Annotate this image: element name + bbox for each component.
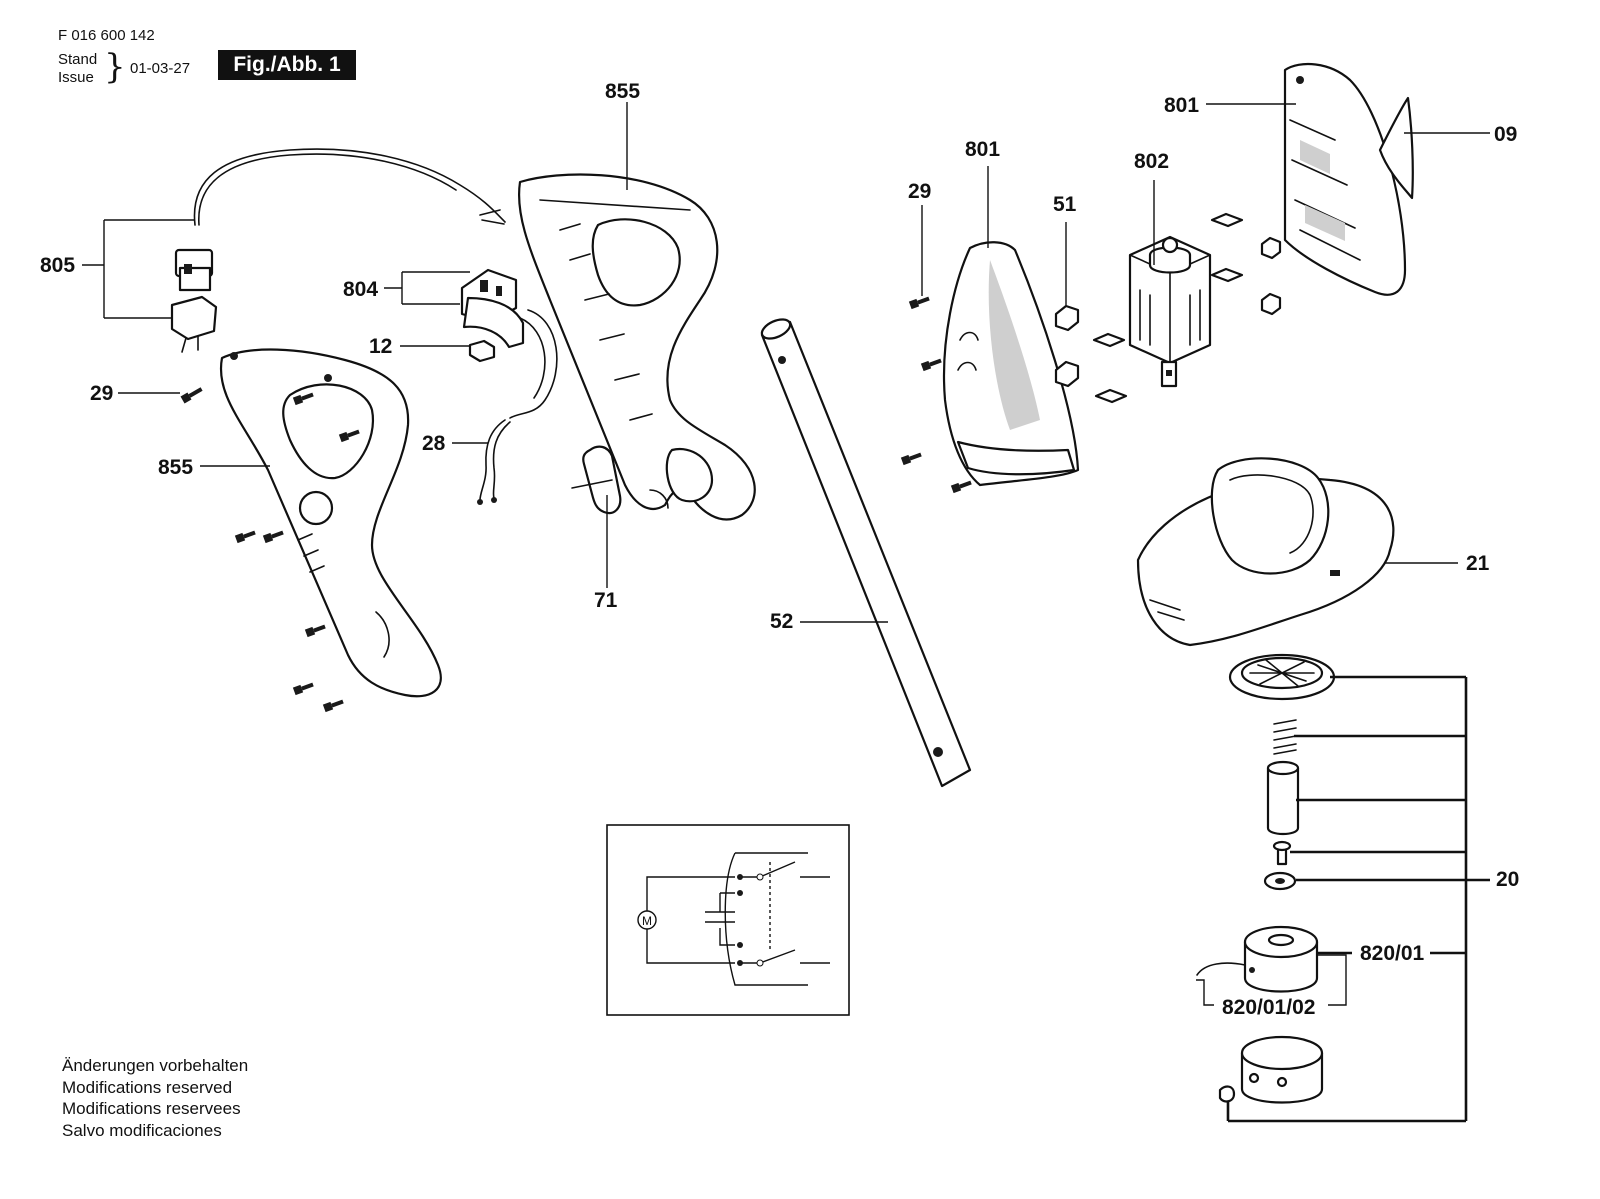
spring-part	[1273, 719, 1297, 755]
handle-half-right-part-855	[517, 173, 756, 521]
switch-slider-part-12	[468, 339, 496, 363]
callout-09: 09	[1494, 123, 1517, 146]
footer-notes: Änderungen vorbehalten Modifications res…	[62, 1055, 248, 1141]
footer-line-de: Änderungen vorbehalten	[62, 1056, 249, 1075]
footer-line-fr: Modifications reservees	[62, 1099, 241, 1118]
callout-21: 21	[1466, 552, 1490, 575]
callout-820-01: 820/01	[1360, 942, 1425, 965]
issue-brace: }	[104, 47, 126, 87]
motor-symbol-label: M	[642, 914, 652, 928]
shaft-tube-part-52	[760, 318, 972, 788]
callout-801-top: 801	[1164, 94, 1199, 117]
sleeve-part	[1266, 760, 1300, 836]
callout-52: 52	[770, 610, 793, 633]
issue-date: 01-03-27	[130, 60, 191, 77]
cover-part-09	[1378, 96, 1414, 200]
callout-820-01-02: 820/01/02	[1222, 996, 1315, 1019]
figure-label: Fig./Abb. 1	[218, 50, 356, 80]
callout-801-mid: 801	[965, 138, 1000, 161]
spool-cap-part	[1228, 653, 1336, 701]
screw-washer-part-20	[1263, 840, 1297, 891]
callout-28: 28	[422, 432, 446, 455]
callout-12: 12	[369, 335, 392, 358]
callout-29-right: 29	[908, 180, 931, 203]
screws-motor-housing	[900, 296, 972, 494]
motor-housing-half-part-801	[942, 241, 1080, 487]
callout-29-left: 29	[90, 382, 113, 405]
handle-half-left-part-855	[219, 348, 442, 698]
wiring-schematic: M	[606, 824, 850, 1016]
motor-part-802	[1128, 235, 1212, 388]
document-number: F 016 600 142	[58, 27, 155, 44]
callout-804: 804	[343, 278, 378, 301]
issue-label: Issue	[58, 69, 94, 86]
switch-part-804	[460, 268, 525, 349]
callout-71: 71	[594, 589, 618, 612]
power-cable-part-805	[170, 148, 506, 353]
internal-wires-part-28	[477, 309, 558, 505]
spool-housing-part	[1218, 1035, 1324, 1104]
spool-part-820-01	[1196, 925, 1319, 993]
callout-855-top: 855	[605, 80, 640, 103]
rubber-pads-part-51	[1054, 212, 1282, 404]
callout-51: 51	[1053, 193, 1077, 216]
callout-855-left: 855	[158, 456, 193, 479]
callout-20: 20	[1496, 868, 1519, 891]
guard-part-21	[1136, 457, 1395, 647]
callout-802: 802	[1134, 150, 1169, 173]
callout-805: 805	[40, 254, 75, 277]
motor-housing-half-part-801-top	[1283, 63, 1407, 296]
lock-button-part-71	[571, 445, 622, 515]
stand-label: Stand	[58, 51, 98, 68]
screws-left-handle	[180, 387, 360, 713]
footer-line-en: Modifications reserved	[62, 1077, 233, 1097]
footer-line-es: Salvo modificaciones	[62, 1120, 222, 1140]
